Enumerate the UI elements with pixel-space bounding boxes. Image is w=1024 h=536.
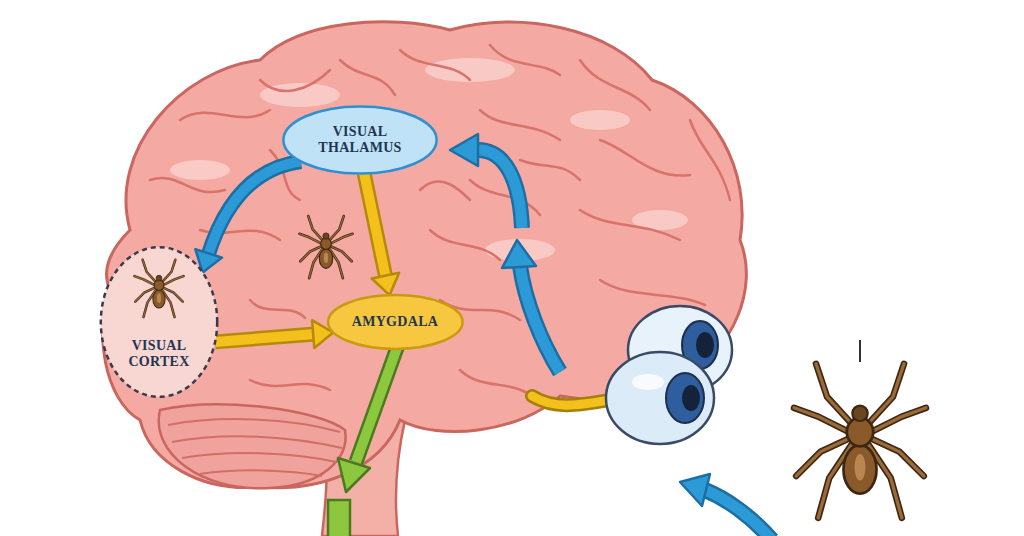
spider-thread: [859, 340, 861, 362]
diagram-node: VISUAL CORTEX: [99, 244, 219, 400]
sight-arrow: [680, 474, 772, 536]
spider-icon: [299, 216, 352, 278]
arrow-outline: [208, 161, 301, 255]
spider-icon: [134, 260, 183, 317]
pathway-arrow: [215, 320, 333, 348]
output-arrow: [328, 345, 398, 536]
brain-highlights: [170, 58, 688, 261]
node-label: VISUAL THALAMUS: [310, 124, 410, 156]
arrow-outline: [364, 174, 386, 278]
arrow-outline: [215, 334, 315, 342]
eye-to-thalamus-arrow: [450, 134, 560, 372]
pathway-arrow: [364, 174, 399, 296]
arrow-shaft: [208, 161, 301, 255]
eyeballs: [606, 306, 732, 444]
arrow-head: [372, 273, 399, 295]
node-label: AMYGDALA: [352, 314, 438, 330]
spider: [794, 364, 926, 518]
cortex-region: [99, 244, 219, 400]
node-label: VISUAL CORTEX: [116, 338, 202, 370]
cerebellum: [159, 404, 346, 488]
optic-nerve: [532, 396, 610, 405]
diagram-node: AMYGDALA: [326, 294, 465, 350]
diagram-node: VISUAL THALAMUS: [281, 105, 439, 175]
arrow-shaft: [215, 334, 315, 342]
arrow-shaft: [364, 174, 386, 278]
brain-outline: [103, 22, 747, 488]
cerebellum-folds: [168, 419, 342, 476]
pathway-arrow: [195, 161, 301, 272]
